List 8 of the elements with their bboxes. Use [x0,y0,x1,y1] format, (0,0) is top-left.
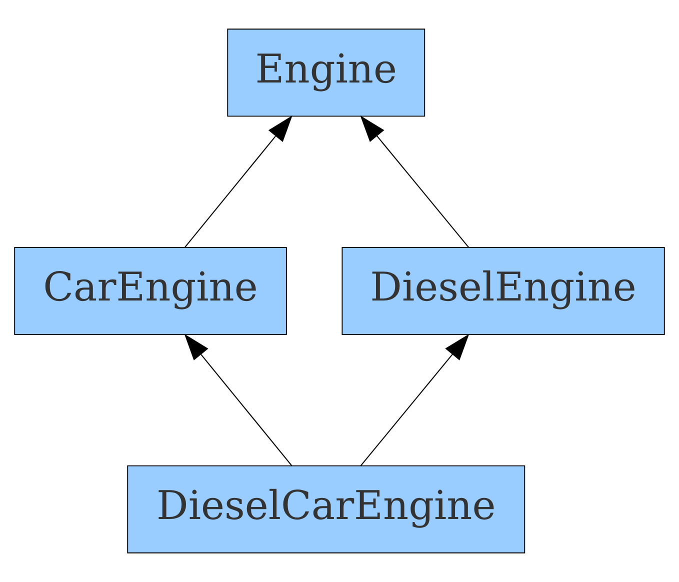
arrow [184,116,292,248]
node-box: DieselCarEngine [127,465,526,554]
arrow [184,334,292,466]
node-box: CarEngine [14,247,287,335]
node-box: Engine [227,28,426,117]
arrow [360,334,470,466]
node-box: DieselEngine [342,247,665,335]
arrow [360,116,470,248]
